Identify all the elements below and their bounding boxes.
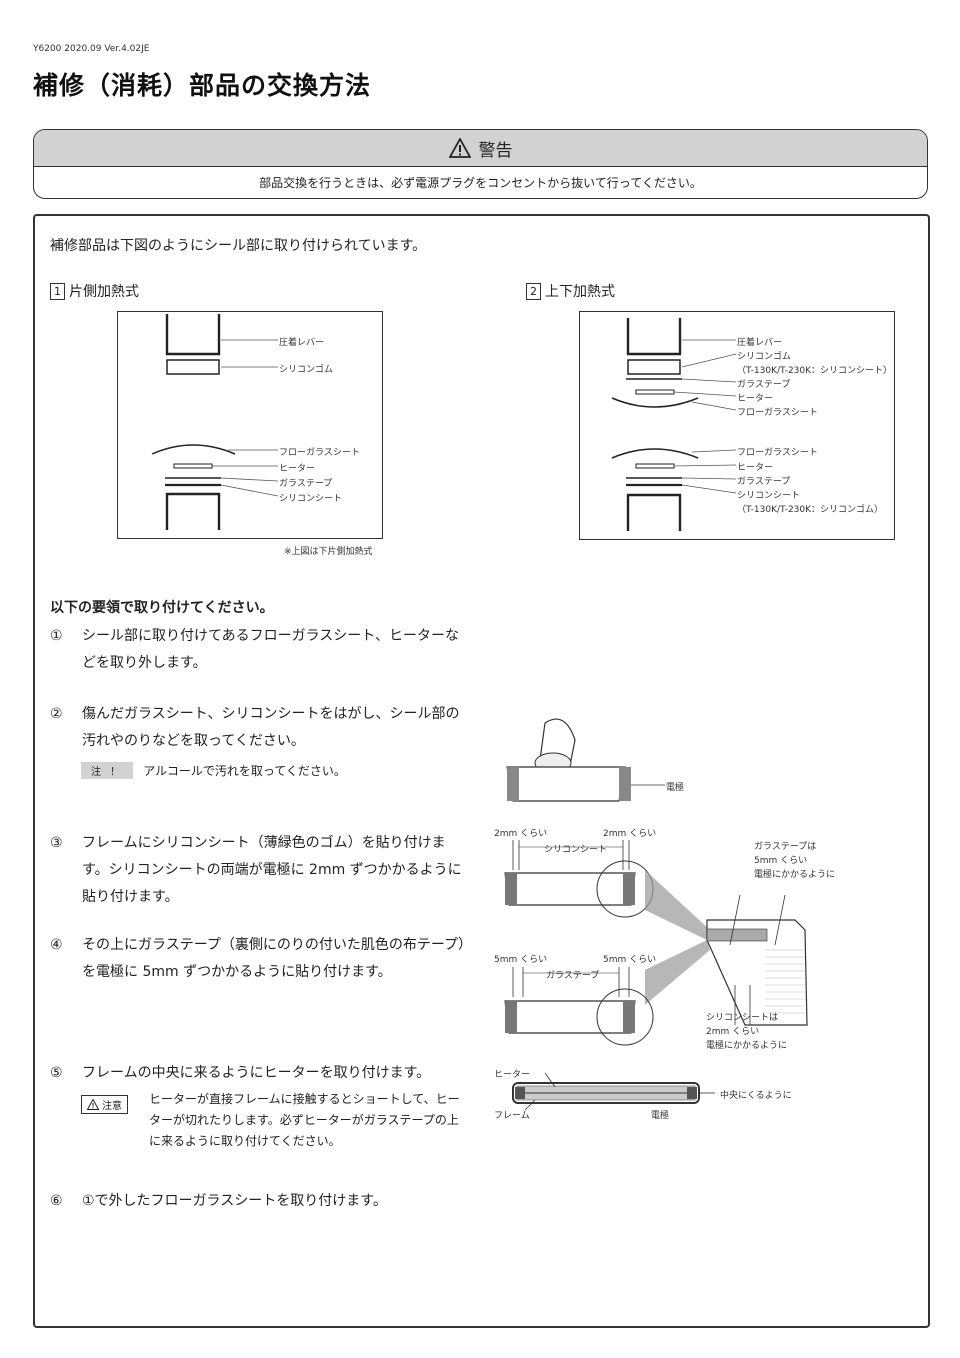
note-tag: 注 ！ [81,762,134,779]
step-1: ① シール部に取り付けてあるフローガラスシート、ヒーターなどを取り外します。 [50,623,480,679]
step-3: ③ フレームにシリコンシート（薄緑色のゴム）を貼り付けます。シリコンシートの両端… [50,830,480,912]
document-code: Y6200 2020.09 Ver.4.02JE [33,44,150,54]
step-3-number: ③ [50,835,63,851]
step-5-caution: 注意 [81,1095,128,1114]
step-2-note: 注 ！ アルコールで汚れを取ってください。 [81,762,346,779]
intro-text: 補修部品は下図のようにシール部に取り付けられています。 [50,238,427,254]
part-label-heater-bottom: ヒーター [737,463,774,473]
caution-tag-label: 注意 [102,1101,122,1112]
part-label-glass-tape-bottom: ガラステープ [737,477,791,487]
part-label-flow-glass-top: フローガラスシート [737,408,818,418]
double-heat-diagram: 圧着レバー シリコンゴム （T-130K/T-230K：シリコンシート） ガラス… [579,311,895,540]
sheet-note-line-2: 2mm くらい [706,1027,760,1037]
label-glass-tape: ガラステープ [546,971,600,981]
label-electrode: 電極 [666,783,685,793]
step-2: ② 傷んだガラスシート、シリコンシートをはがし、シール部の汚れやのりなどを取って… [50,701,480,757]
single-heat-diagram-drawing [151,314,279,530]
part-label-flow-glass-sheet: フローガラスシート [279,448,360,458]
page-title: 補修（消耗）部品の交換方法 [33,71,372,100]
warning-box: 警告 部品交換を行うときは、必ず電源プラグをコンセントから抜いて行ってください。 [33,129,928,199]
part-label-glass-tape-top: ガラステープ [737,380,791,390]
section-1-title: 片側加熱式 [69,284,139,300]
part-label-model-note-bottom: （T-130K/T-230K：シリコンゴム） [737,505,884,515]
step-1-text: シール部に取り付けてあるフローガラスシート、ヒーターなどを取り外します。 [82,628,460,671]
label-2mm-left: 2mm くらい [494,829,548,839]
part-label-silicon-sheet-bottom: シリコンシート [737,491,801,501]
step-3-text: フレームにシリコンシート（薄緑色のゴム）を貼り付けます。シリコンシートの両端が電… [82,835,462,905]
step-5-number: ⑤ [50,1065,63,1081]
tape-note-line-2: 5mm くらい [754,856,808,866]
section-2-number: 2 [526,282,541,300]
step-2-text: 傷んだガラスシート、シリコンシートをはがし、シール部の汚れやのりなどを取ってくだ… [82,706,460,749]
label-silicon-sheet: シリコンシート [544,845,608,855]
step-5: ⑤ フレームの中央に来るようにヒーターを取り付けます。 [50,1060,480,1088]
part-label-silicon-rubber: シリコンゴム [737,352,792,362]
caution-triangle-icon [87,1099,99,1110]
warning-title: 警告 [478,140,513,161]
step-4-text: その上にガラステープ（裏側にのりの付いた肌色の布テープ）を電極に 5mm ずつか… [82,937,466,980]
step-5-text: フレームの中央に来るようにヒーターを取り付けます。 [82,1065,431,1081]
label-5mm-right: 5mm くらい [603,955,657,965]
label-center: 中央にくるように [720,1091,792,1101]
caution-tag: 注意 [81,1095,128,1114]
part-label-heater: ヒーター [279,464,316,474]
sheet-note-line-3: 電極にかかるように [706,1041,788,1051]
section-2-title: 上下加熱式 [545,284,615,300]
note-text: アルコールで汚れを取ってください。 [143,764,346,778]
step-1-number: ① [50,628,63,644]
diagram-note: ※上図は下片側加熱式 [284,547,373,557]
caution-text: ヒーターが直接フレームに接触するとショートして、ヒーターが切れたりします。必ずヒ… [149,1092,460,1148]
warning-header: 警告 [34,130,927,167]
part-label-flow-glass-bottom: フローガラスシート [737,448,818,458]
label-2mm-right: 2mm くらい [603,829,657,839]
procedure-illustrations [504,718,808,1111]
tape-note-line-1: ガラステープは [754,842,817,852]
step-4: ④ その上にガラステープ（裏側にのりの付いた肌色の布テープ）を電極に 5mm ず… [50,932,480,988]
label-heater: ヒーター [494,1070,531,1080]
tape-note-line-3: 電極にかかるように [754,870,836,880]
cleaning-illustration [506,718,665,802]
step-2-number: ② [50,706,63,722]
label-electrode-2: 電極 [651,1111,670,1121]
single-heat-diagram: 圧着レバー シリコンゴム フローガラスシート ヒーター ガラステープ シリコンシ… [117,311,383,539]
double-heat-diagram-drawing [611,318,737,531]
step-6: ⑥ ①で外したフローガラスシートを取り付けます。 [50,1188,480,1216]
step-6-number: ⑥ [50,1193,63,1209]
section-1-number: 1 [50,282,65,300]
part-label-lever: 圧着レバー [279,338,325,348]
glass-tape-frame [504,967,654,1046]
warning-text: 部品交換を行うときは、必ず電源プラグをコンセントから抜いて行ってください。 [259,176,702,190]
part-label-heater-top: ヒーター [737,394,774,404]
sheet-note-line-1: シリコンシートは [706,1013,779,1023]
tape-note: ガラステープは 5mm くらい 電極にかかるように [754,840,835,882]
step-4-number: ④ [50,937,63,953]
section-2-label: 2 上下加熱式 [526,281,615,301]
section-1-label: 1 片側加熱式 [50,281,139,301]
part-label-glass-tape: ガラステープ [279,479,333,489]
label-frame: フレーム [494,1111,530,1121]
step-6-text: ①で外したフローガラスシートを取り付けます。 [82,1193,387,1209]
warning-triangle-icon [448,138,471,158]
procedure-heading: 以下の要領で取り付けてください。 [50,600,274,616]
part-label-lever: 圧着レバー [737,338,783,348]
main-content-box [33,214,930,1328]
part-label-model-note-top: （T-130K/T-230K：シリコンシート） [737,366,893,376]
zoom-detail [706,894,808,1026]
label-5mm-left: 5mm くらい [494,955,548,965]
part-label-silicon-rubber: シリコンゴム [279,365,334,375]
sheet-note: シリコンシートは 2mm くらい 電極にかかるように [706,1011,787,1053]
part-label-silicon-sheet: シリコンシート [279,494,343,504]
heater-top-view [512,1072,715,1111]
